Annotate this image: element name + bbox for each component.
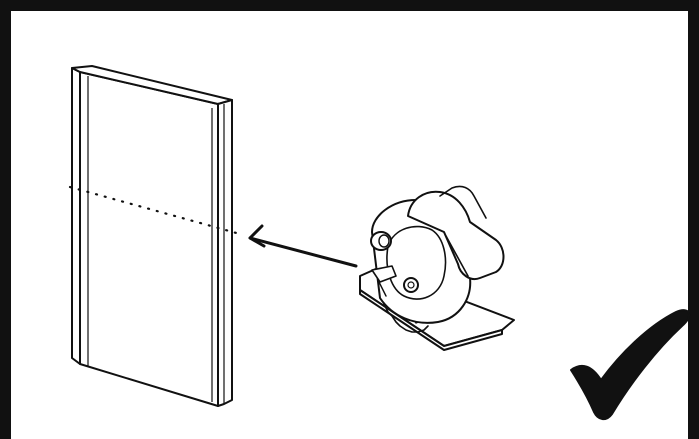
door-panel-icon bbox=[71, 65, 233, 407]
direction-arrow-icon bbox=[248, 224, 358, 268]
circular-saw-icon bbox=[359, 185, 515, 351]
checkmark-icon bbox=[570, 309, 691, 420]
